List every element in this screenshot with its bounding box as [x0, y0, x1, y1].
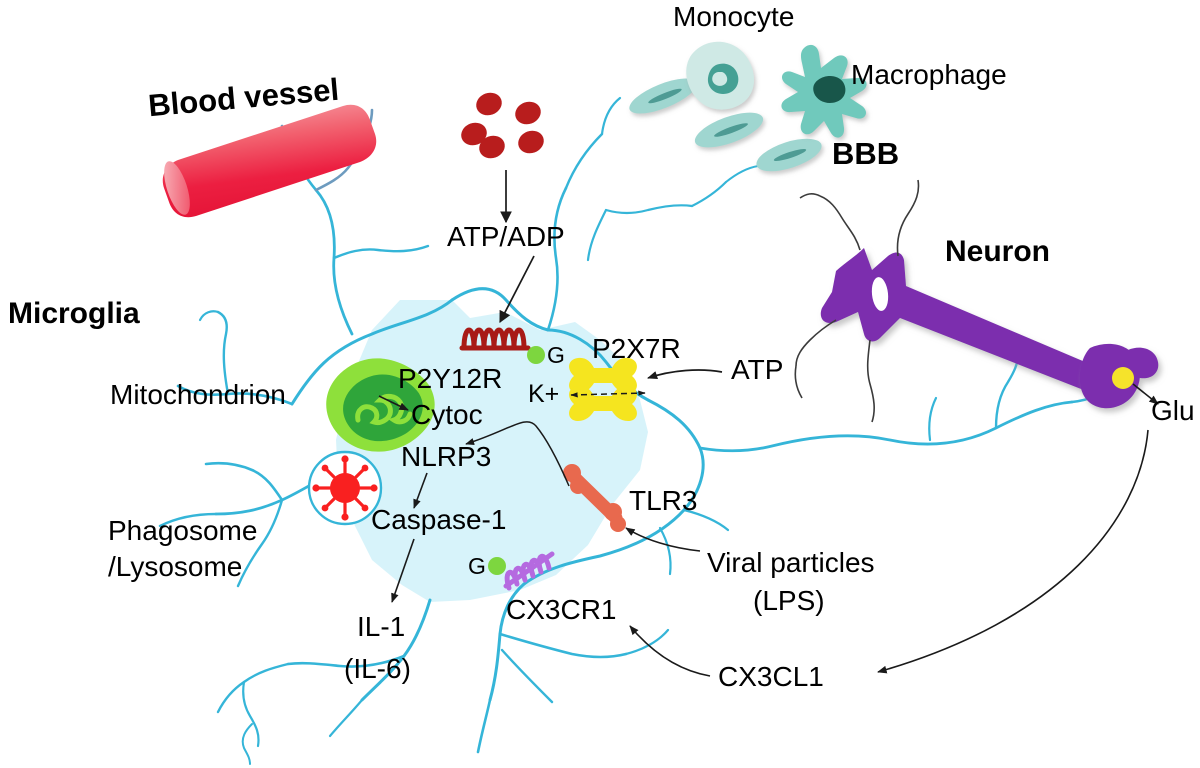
bbb-label: BBB — [832, 136, 900, 171]
arrow-receptors-to-nlrp3 — [465, 421, 570, 487]
mitochondrion-label: Mitochondrion — [110, 379, 286, 410]
atp-adp-particles-icon — [461, 92, 544, 159]
tlr3-label: TLR3 — [629, 485, 698, 516]
macrophage-cell-icon — [781, 44, 867, 138]
cytoc-label: Cytoc — [411, 399, 483, 430]
viral-particles-label-line1: Viral particles — [707, 547, 875, 578]
p2x7r-label: P2X7R — [592, 333, 681, 364]
monocyte-cell-icon — [686, 41, 755, 110]
blood-vessel-cylinder-icon — [162, 104, 377, 218]
monocyte-label: Monocyte — [673, 1, 795, 32]
mitochondrion-organelle-icon — [326, 358, 435, 452]
p2y12r-label: P2Y12R — [398, 363, 503, 394]
arrow-mitochondrion-to-cytoc — [378, 395, 409, 411]
arrow-caspase1-to-il1 — [391, 538, 415, 603]
phagosome-lysosome-virus-icon — [307, 450, 383, 526]
neuron-cell-icon — [794, 179, 1159, 423]
caspase1-label: Caspase-1 — [371, 504, 507, 535]
g-protein-left-label: G — [547, 342, 565, 368]
arrow-nlrp3-to-caspase1 — [413, 472, 428, 509]
viral-particles-label-line2: (LPS) — [753, 585, 825, 616]
microglia-cell-icon — [158, 96, 1116, 765]
arrow-vesicle-to-glu — [1132, 383, 1159, 405]
cx3cr1-receptor-icon — [503, 551, 555, 591]
g-protein-lower-label: G — [468, 553, 486, 579]
macrophage-label: Macrophage — [851, 59, 1007, 90]
g-protein-icon — [488, 557, 506, 575]
phagosome-label-line2: /Lysosome — [108, 551, 243, 582]
il6-label: (IL-6) — [344, 653, 411, 684]
phagosome-label-line1: Phagosome — [108, 515, 258, 546]
arrow-cx3cl1-to-cx3cr1 — [629, 625, 711, 677]
arrow-p2x7r-to-kplus — [570, 390, 646, 398]
glutamate-vesicle-icon — [1112, 367, 1134, 389]
tlr3-receptor-icon — [563, 464, 626, 532]
atp-adp-label: ATP/ADP — [447, 221, 565, 252]
arrow-atpadp-to-p2y12r — [499, 255, 535, 324]
bbb-endothelial-cells-icon — [629, 78, 822, 172]
cx3cl1-label: CX3CL1 — [718, 661, 824, 692]
neuron-label: Neuron — [945, 235, 1050, 268]
microglia-label: Microglia — [8, 297, 140, 330]
arrow-neuron-to-cx3cl1 — [877, 429, 1149, 674]
arrow-atp-to-p2x7r — [647, 369, 723, 379]
p2y12r-receptor-icon — [459, 327, 531, 351]
potassium-label: K+ — [528, 380, 560, 408]
il1-label: IL-1 — [357, 611, 406, 642]
cx3cr1-label: CX3CR1 — [506, 594, 617, 625]
nlrp3-label: NLRP3 — [401, 441, 492, 472]
atp-label: ATP — [731, 354, 784, 385]
glu-label: Glu — [1151, 395, 1195, 426]
arrow-viral-particles-to-tlr3 — [625, 527, 701, 552]
g-protein-icon — [527, 346, 545, 364]
